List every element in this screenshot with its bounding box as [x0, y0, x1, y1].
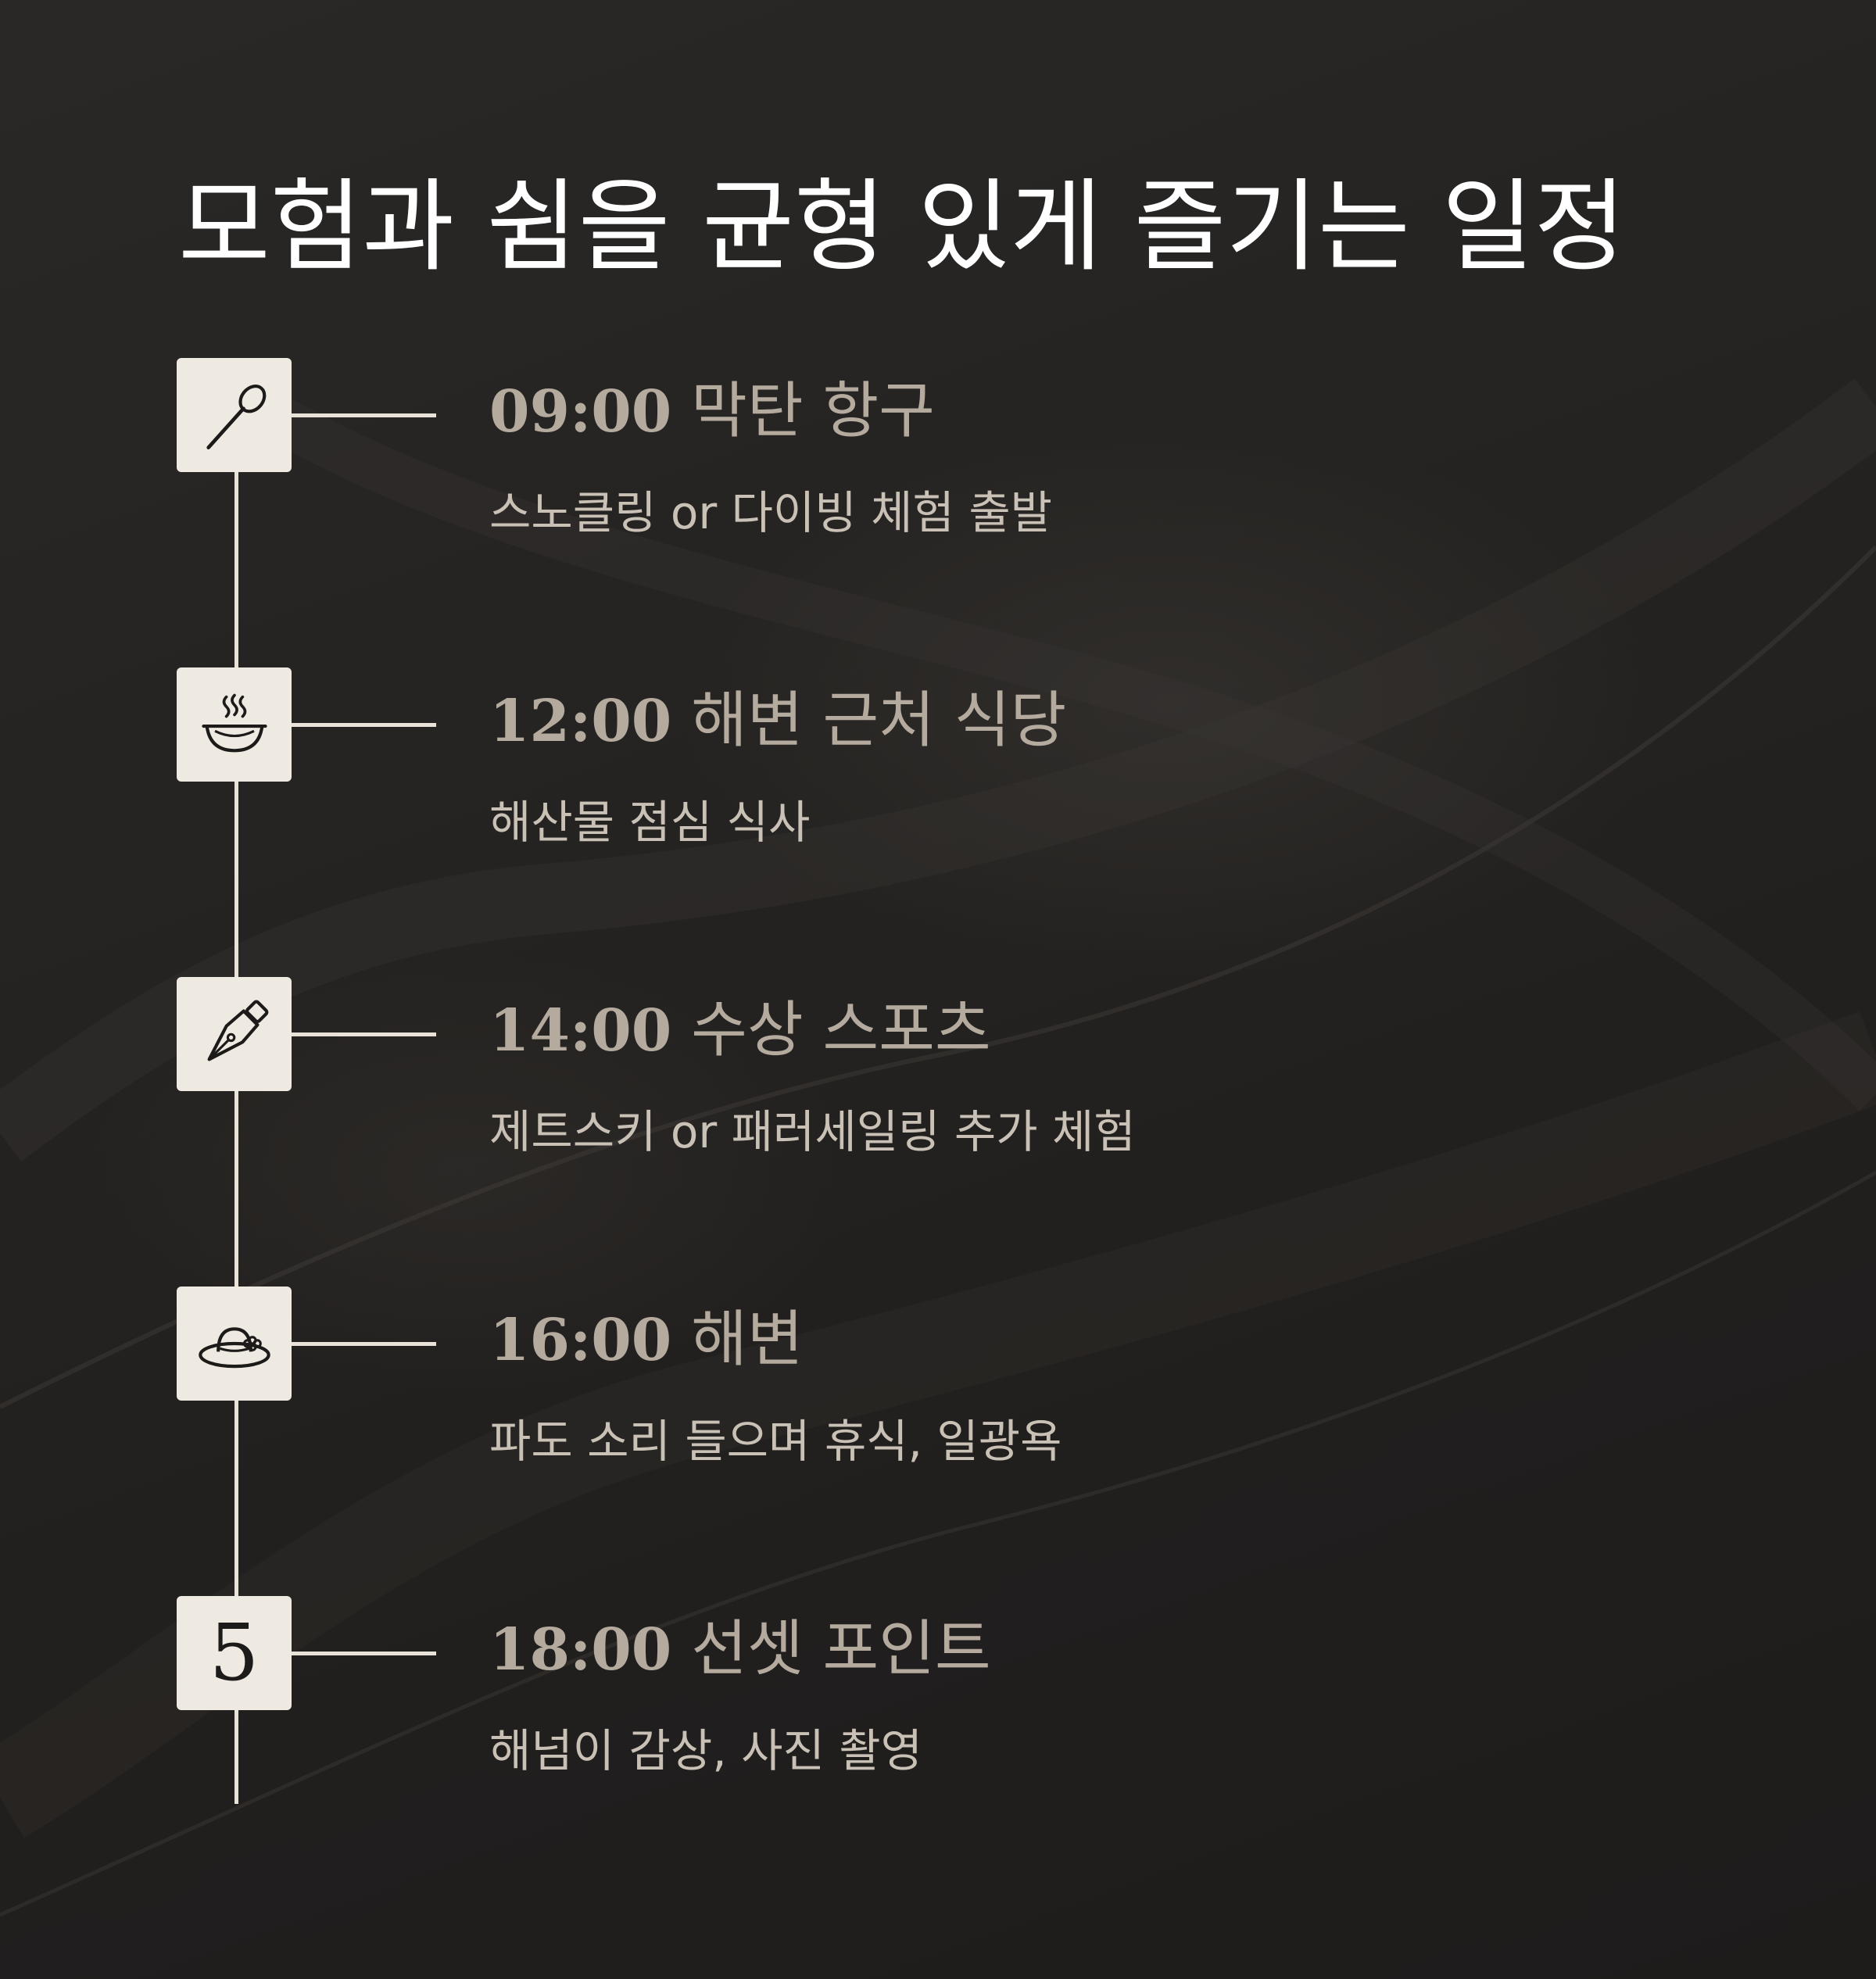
sun-hat-icon	[198, 1327, 270, 1369]
icon-box	[177, 358, 292, 472]
step-time: 09:00	[489, 378, 672, 446]
step-place: 해변	[691, 1304, 804, 1375]
step-time: 14:00	[489, 997, 672, 1065]
icon-box	[177, 977, 292, 1091]
page-title: 모험과 쉼을 균형 있게 즐기는 일정	[178, 169, 1627, 285]
step-heading: 12:00 해변 근처 식당	[489, 682, 1066, 760]
step-place: 막탄 항구	[691, 376, 935, 446]
step-connector	[292, 413, 436, 417]
step-place: 수상 스포츠	[691, 995, 991, 1065]
snorkel-icon	[206, 385, 266, 449]
step-connector	[292, 723, 436, 727]
icon-box	[177, 1287, 292, 1401]
timeline-step: 5 18:00 선셋 포인트 해넘이 감상, 사진 촬영	[0, 1596, 1876, 1830]
pen-nib-icon	[207, 1000, 268, 1061]
timeline-step: 14:00 수상 스포츠 제트스키 or 패러세일링 추가 체험	[0, 977, 1876, 1211]
step-description: 파도 소리 들으며 휴식, 일광욕	[489, 1415, 1062, 1468]
timeline-line	[234, 438, 238, 1804]
number-icon: 5	[209, 1607, 260, 1698]
timeline-step: 16:00 해변 파도 소리 들으며 휴식, 일광욕	[0, 1287, 1876, 1521]
timeline-step: 09:00 막탄 항구 스노클링 or 다이빙 체험 출발	[0, 358, 1876, 592]
step-place: 해변 근처 식당	[691, 685, 1067, 756]
icon-box	[177, 667, 292, 782]
bowl-icon	[201, 693, 267, 753]
step-heading: 16:00 해변	[489, 1301, 804, 1380]
step-description: 제트스키 or 패러세일링 추가 체험	[489, 1105, 1136, 1158]
step-place: 선셋 포인트	[691, 1614, 991, 1684]
step-time: 18:00	[489, 1616, 672, 1684]
timeline-step: 12:00 해변 근처 식당 해산물 점심 식사	[0, 667, 1876, 902]
step-time: 16:00	[489, 1307, 672, 1374]
step-heading: 09:00 막탄 항구	[489, 372, 935, 451]
step-heading: 14:00 수상 스포츠	[489, 991, 991, 1070]
step-heading: 18:00 선셋 포인트	[489, 1610, 991, 1689]
icon-box: 5	[177, 1596, 292, 1710]
step-description: 해넘이 감상, 사진 촬영	[489, 1724, 922, 1777]
step-description: 해산물 점심 식사	[489, 796, 811, 849]
step-connector	[292, 1342, 436, 1346]
step-connector	[292, 1652, 436, 1655]
step-description: 스노클링 or 다이빙 체험 출발	[489, 486, 1053, 539]
step-connector	[292, 1032, 436, 1036]
step-time: 12:00	[489, 688, 672, 755]
